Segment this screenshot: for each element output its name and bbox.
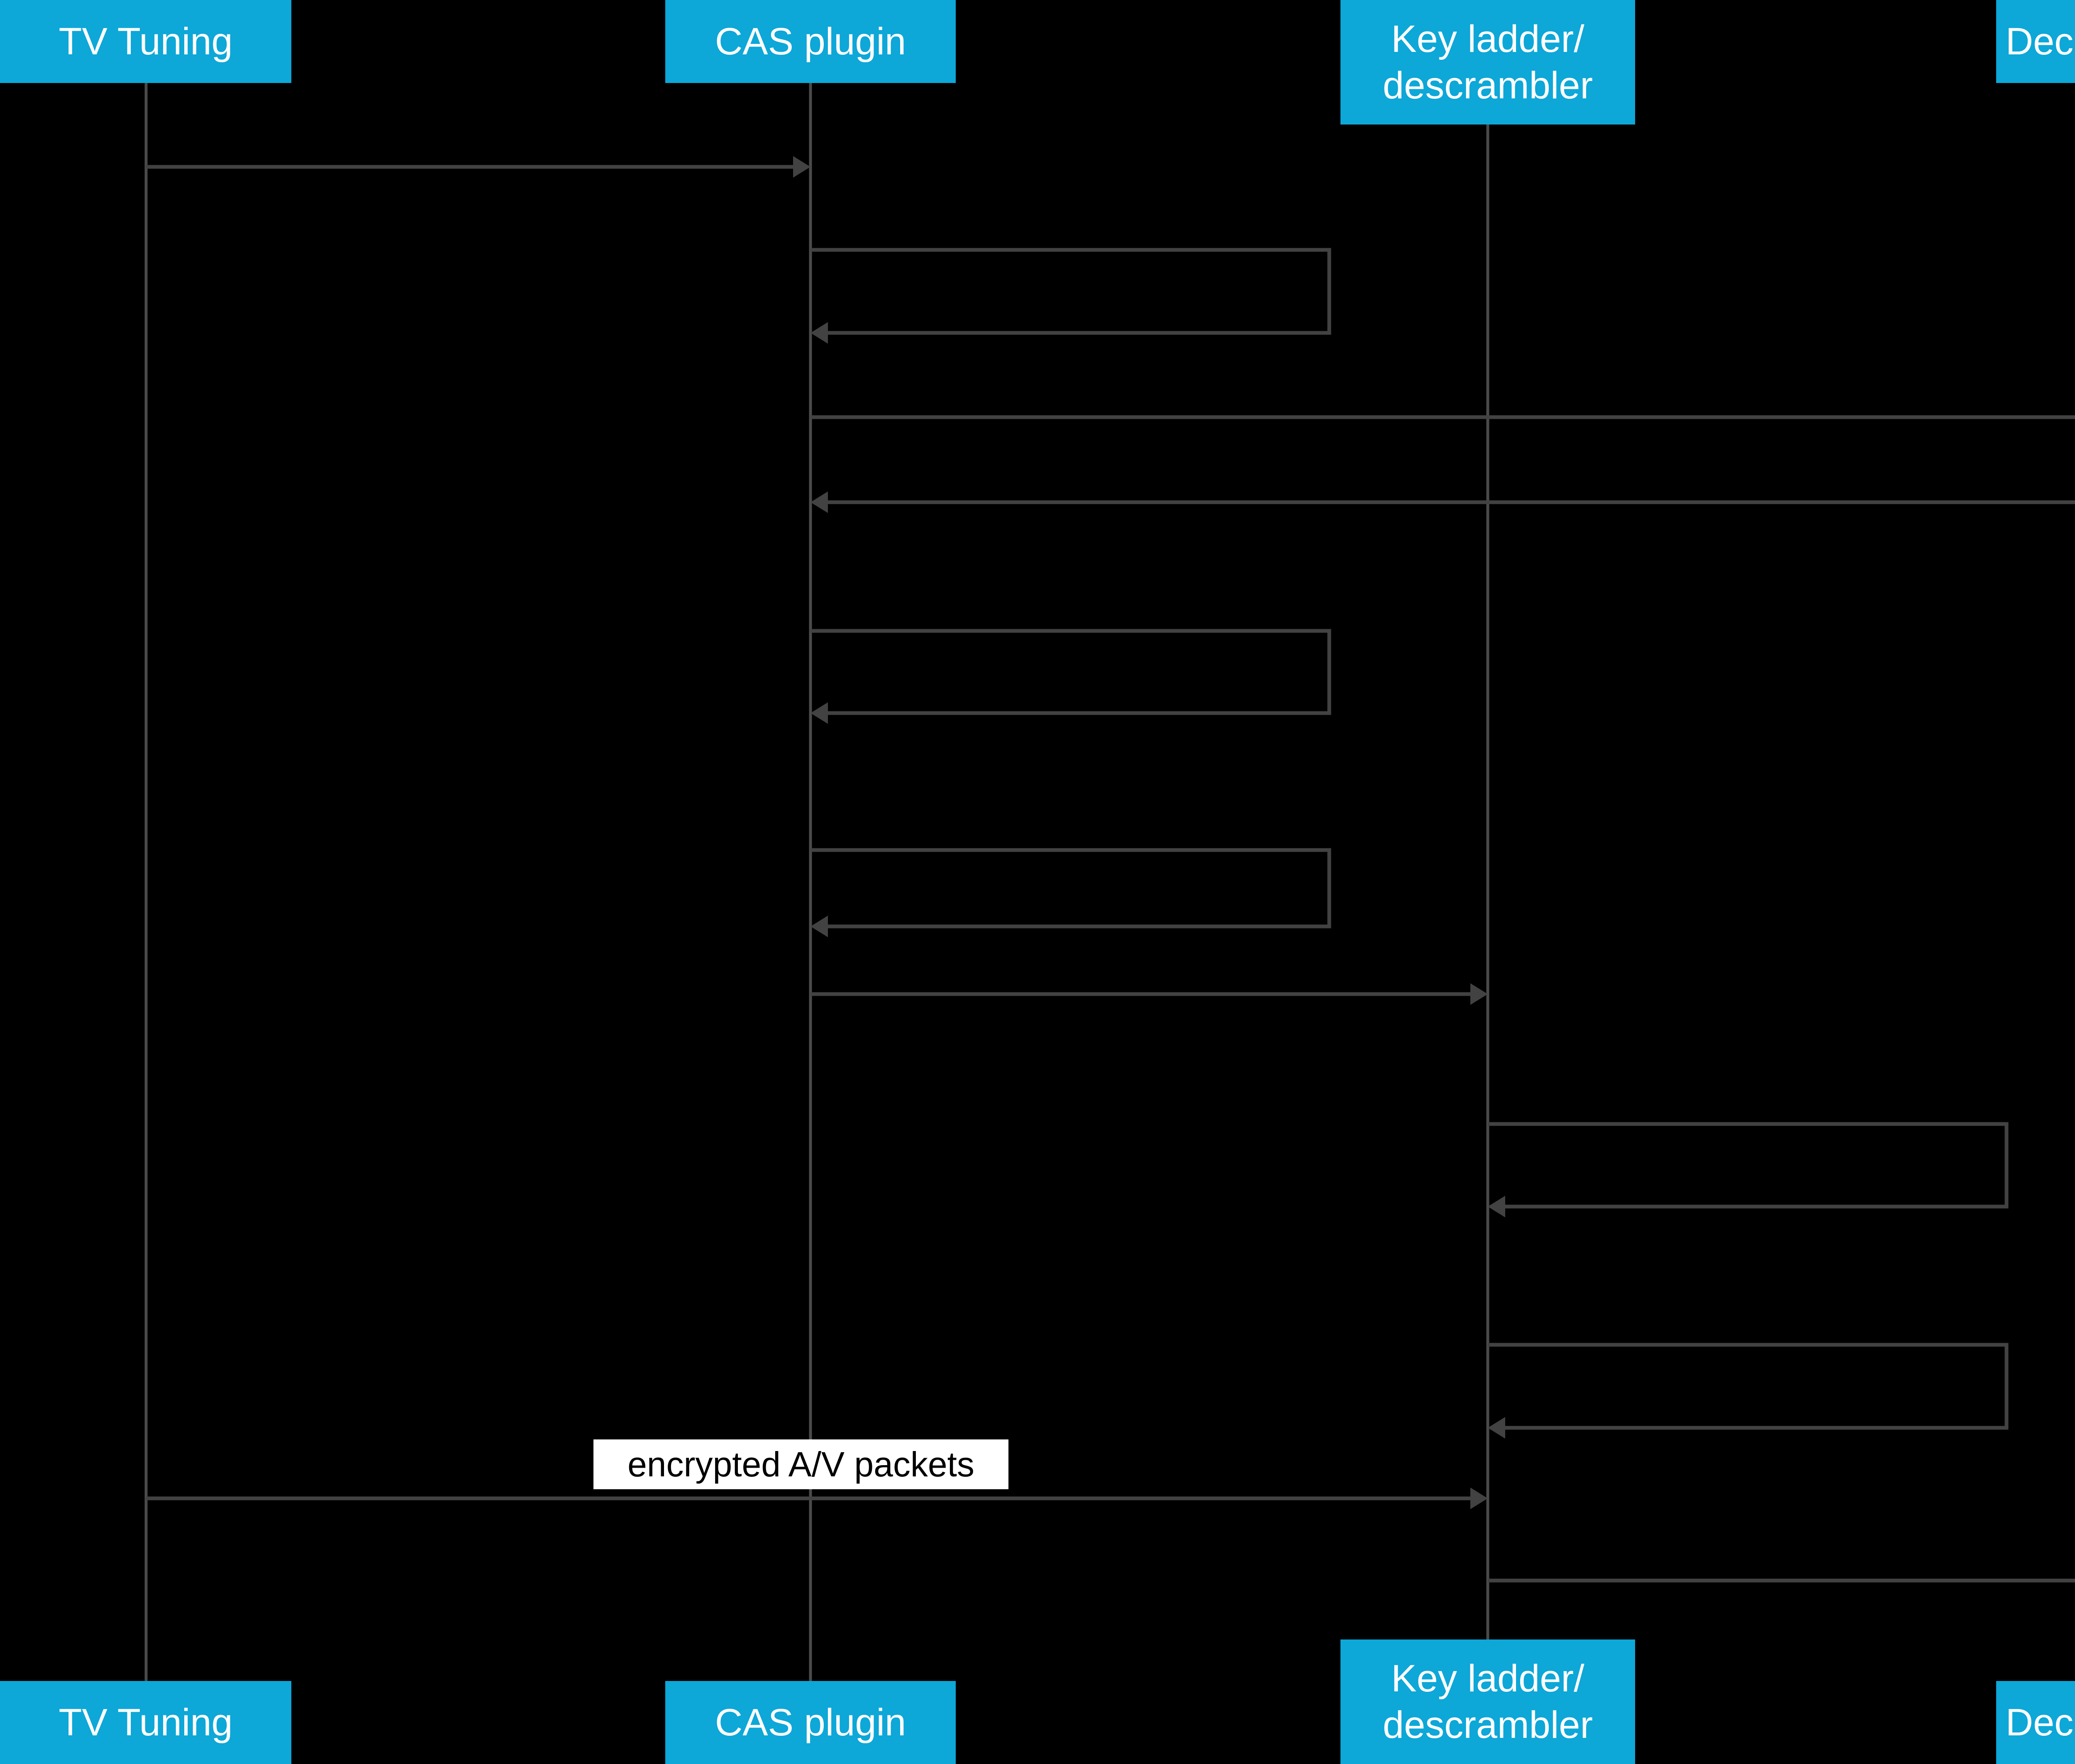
- actor-box-top-cas-plugin: CAS plugin: [665, 0, 956, 83]
- message-8-arrowhead: [1488, 1417, 1505, 1439]
- message-8-self-loop: [1488, 1343, 2009, 1430]
- message-4-arrowhead: [810, 702, 828, 724]
- message-3-arrowhead: [810, 491, 828, 513]
- message-1-self-loop: [810, 248, 1331, 335]
- message-label-encrypted-av-packets: encrypted A/V packets: [593, 1439, 1008, 1489]
- actor-box-top-key-ladder: Key ladder/ descrambler: [1340, 0, 1635, 125]
- message-5-arrowhead: [810, 916, 828, 937]
- message-5-self-loop: [810, 848, 1331, 928]
- actor-box-bottom-cas-plugin: CAS plugin: [665, 1681, 956, 1764]
- message-0-arrowhead: [793, 156, 810, 178]
- actor-box-bottom-key-ladder: Key ladder/ descrambler: [1340, 1639, 1635, 1764]
- message-9-arrowhead: [1470, 1488, 1488, 1509]
- actor-box-bottom-decode-display: Decode, display: [1996, 1681, 2075, 1764]
- actor-box-bottom-tv-tuning: TV Tuning: [0, 1681, 291, 1764]
- actor-box-top-decode-display: Decode, display: [1996, 0, 2075, 83]
- message-4-self-loop: [810, 629, 1331, 715]
- message-1-arrowhead: [810, 322, 828, 344]
- actor-box-top-tv-tuning: TV Tuning: [0, 0, 291, 83]
- message-7-arrowhead: [1488, 1196, 1505, 1217]
- message-6-arrowhead: [1470, 983, 1488, 1005]
- message-7-self-loop: [1488, 1122, 2009, 1209]
